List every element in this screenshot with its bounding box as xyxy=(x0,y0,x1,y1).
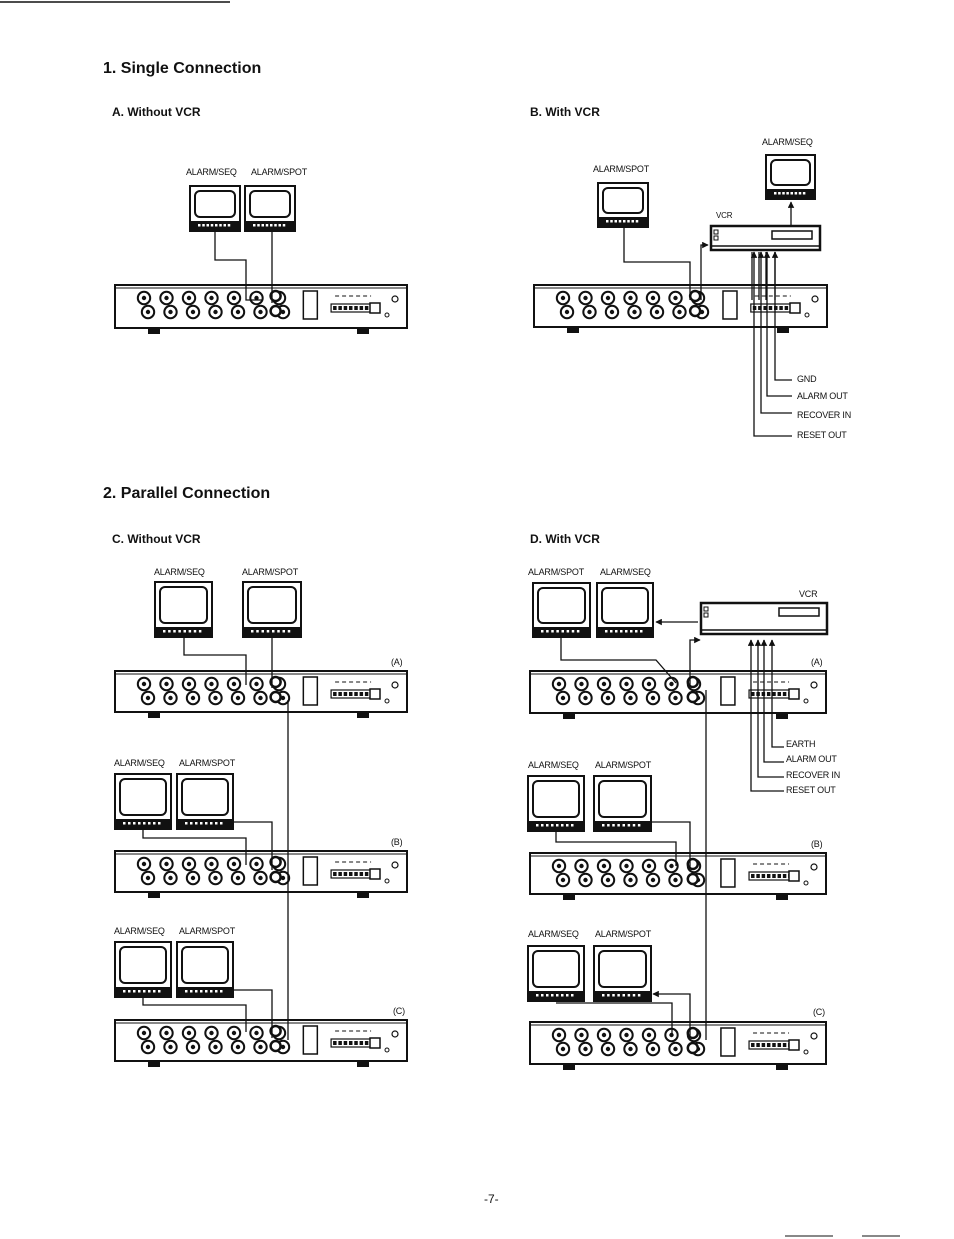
diagram-d-unit-b: (B) xyxy=(811,839,823,849)
diagram-d-label-seq: ALARM/SEQ xyxy=(600,567,651,577)
diagram-c-monitor-spot xyxy=(242,581,302,638)
diagram-b-lead-gnd xyxy=(774,252,792,381)
diagram-b-terminal-alarm-out: ALARM OUT xyxy=(797,391,848,401)
section-title-single: 1. Single Connection xyxy=(103,60,262,77)
diagram-c-wire-seq xyxy=(183,637,247,685)
diagram-d-wire-spot xyxy=(560,637,677,684)
diagram-c-unit-b: (B) xyxy=(391,837,403,847)
diagram-d-row2-wire-spot xyxy=(651,821,691,868)
diagram-c-row2-seq: ALARM/SEQ xyxy=(114,758,165,768)
diagram-d-row3-spot: ALARM/SPOT xyxy=(595,929,652,939)
diagram-d-terminal-recover-in: RECOVER IN xyxy=(786,770,841,780)
diagram-c-switcher-c xyxy=(114,1019,408,1067)
diagram-d-row2-spot: ALARM/SPOT xyxy=(595,760,652,770)
diagram-d-row2-monitor-seq xyxy=(527,775,585,832)
diagram-b-label-vcr: VCR xyxy=(716,211,733,220)
diagram-d-lead-reset-out xyxy=(750,640,784,792)
diagram-b-wire-vcr-in xyxy=(700,241,709,300)
diagram-b-wire-spot xyxy=(623,227,691,300)
diagram-b-vcr xyxy=(709,224,822,252)
diagram-d-monitor-seq xyxy=(596,582,654,638)
diagram-d-label-spot: ALARM/SPOT xyxy=(528,567,585,577)
diagram-b-label-spot: ALARM/SPOT xyxy=(593,164,650,174)
diagram-d-row3-monitor-spot xyxy=(593,945,652,1002)
diagram-c-row2-wire-seq xyxy=(142,829,247,865)
diagram-b-terminal-gnd: GND xyxy=(797,374,817,384)
diagram-a-title: A. Without VCR xyxy=(112,105,201,119)
diagram-c-row3-spot: ALARM/SPOT xyxy=(179,926,236,936)
diagram-d-row3-monitor-seq xyxy=(527,945,585,1002)
diagram-d-terminal-alarm-out: ALARM OUT xyxy=(786,754,837,764)
diagram-d-unit-c: (C) xyxy=(813,1007,825,1017)
diagram-a-monitor-seq xyxy=(189,185,241,232)
diagram-c-row2-wire-spot xyxy=(233,821,273,870)
diagram-c-row2-spot: ALARM/SPOT xyxy=(179,758,236,768)
diagram-d-vcr xyxy=(699,601,829,636)
diagram-b-title: B. With VCR xyxy=(530,105,600,119)
diagram-b-switcher xyxy=(533,284,828,333)
diagram-d-terminal-reset-out: RESET OUT xyxy=(786,785,836,795)
diagram-b-lead-alarm-out xyxy=(766,252,792,397)
diagram-c-row2-monitor-seq xyxy=(114,773,172,830)
diagram-d-row2-wire-seq xyxy=(555,831,677,866)
diagram-d-switcher-c xyxy=(529,1021,827,1070)
diagram-a-label-seq: ALARM/SEQ xyxy=(186,167,237,177)
diagram-d-lead-earth xyxy=(771,640,784,748)
diagram-d-switcher-a xyxy=(529,670,827,719)
diagram-d-row2-seq: ALARM/SEQ xyxy=(528,760,579,770)
diagram-d-label-vcr: VCR xyxy=(799,589,818,599)
diagram-a-switcher xyxy=(114,284,408,334)
diagram-d-lead-recover-in xyxy=(757,640,784,778)
diagram-d-wire-vcr-in xyxy=(689,636,701,686)
diagram-c-row2-monitor-spot xyxy=(176,773,234,830)
diagram-d-row3-wire-seq xyxy=(556,1002,673,1036)
diagram-c-unit-c: (C) xyxy=(393,1006,405,1016)
diagram-d-row3-wire-spot xyxy=(652,990,691,1036)
diagram-a-wire-seq xyxy=(214,231,262,301)
diagram-c-switcher-b xyxy=(114,850,408,898)
diagram-c-label-spot: ALARM/SPOT xyxy=(242,567,299,577)
diagram-d-unit-a: (A) xyxy=(811,657,823,667)
diagram-b-terminal-reset-out: RESET OUT xyxy=(797,430,847,440)
diagram-c-row3-monitor-seq xyxy=(114,941,172,998)
diagram-c-monitor-seq xyxy=(154,581,213,638)
diagram-d-monitor-spot xyxy=(532,582,591,638)
diagram-d-terminal-earth: EARTH xyxy=(786,739,816,749)
diagram-b-terminal-recover-in: RECOVER IN xyxy=(797,410,852,420)
page-number: -7- xyxy=(484,1192,499,1206)
section-title-parallel: 2. Parallel Connection xyxy=(103,485,271,502)
diagram-c-row3-wire-spot xyxy=(233,989,273,1038)
diagram-a-label-spot: ALARM/SPOT xyxy=(251,167,308,177)
diagram-d-row2-monitor-spot xyxy=(593,775,652,832)
diagram-c-unit-a: (A) xyxy=(391,657,403,667)
diagram-c-title: C. Without VCR xyxy=(112,532,201,546)
diagram-d-title: D. With VCR xyxy=(530,532,600,546)
diagram-d-lead-alarm-out xyxy=(763,640,784,763)
diagram-b-label-seq: ALARM/SEQ xyxy=(762,137,813,147)
diagram-b-monitor-seq xyxy=(765,154,816,200)
diagram-c-row3-wire-seq xyxy=(142,997,247,1032)
diagram-d-switcher-b xyxy=(529,852,827,900)
diagram-b-monitor-spot xyxy=(597,182,649,228)
diagram-d-row3-seq: ALARM/SEQ xyxy=(528,929,579,939)
diagram-c-label-seq: ALARM/SEQ xyxy=(154,567,205,577)
diagram-b-lead-reset-out xyxy=(753,252,792,437)
diagram-a-monitor-spot xyxy=(244,185,296,232)
diagram-c-row3-seq: ALARM/SEQ xyxy=(114,926,165,936)
diagram-c-row3-monitor-spot xyxy=(176,941,234,998)
diagram-c-switcher-a xyxy=(114,670,408,718)
diagram-b-lead-recover-in xyxy=(760,252,792,414)
